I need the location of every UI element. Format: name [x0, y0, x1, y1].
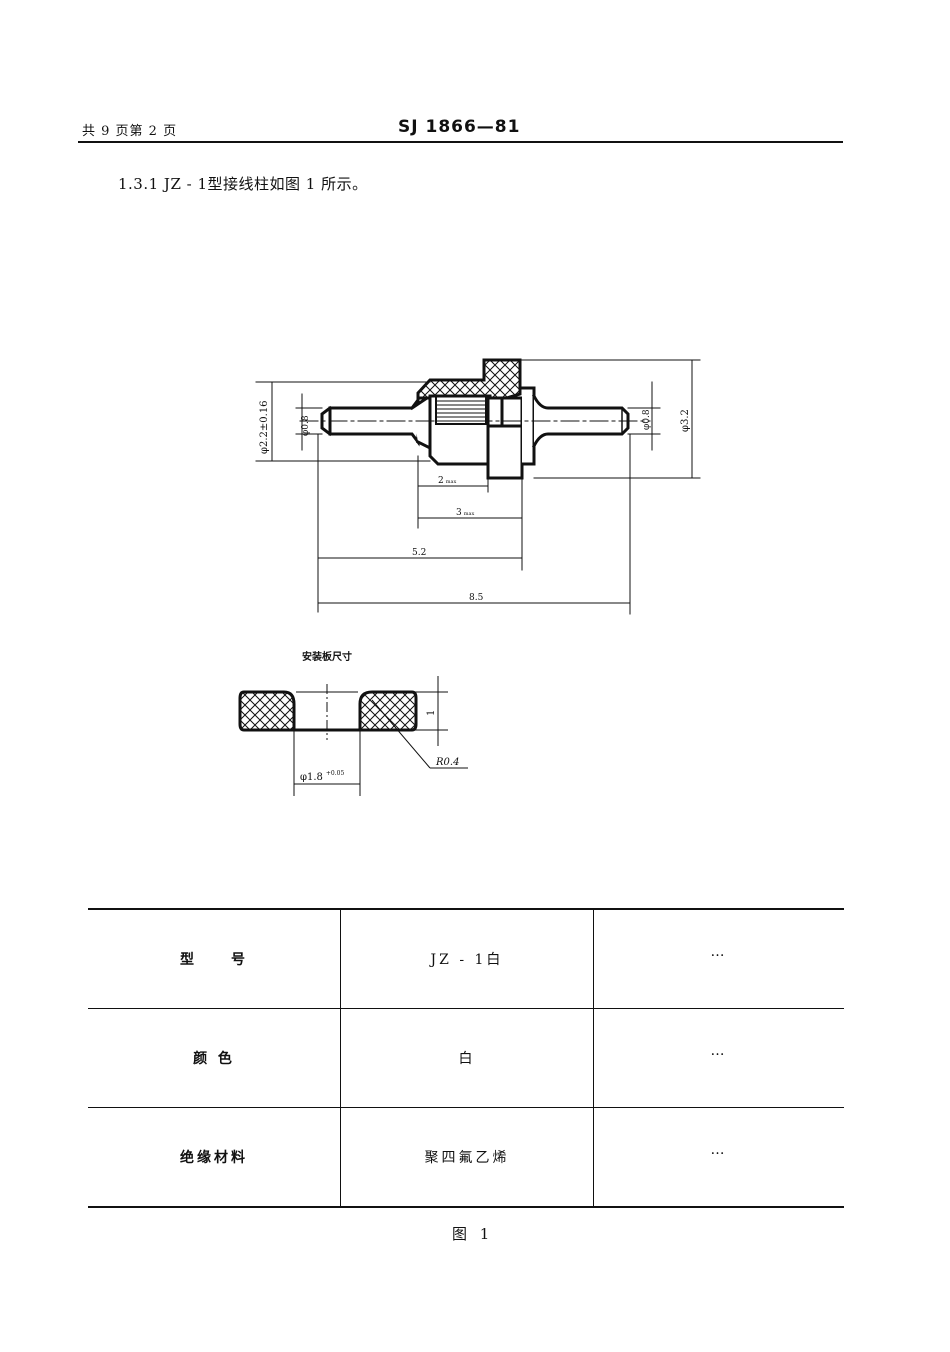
dim-left-pin-dia: φ0.8 [301, 415, 311, 436]
figure-caption: 图 1 [452, 1225, 494, 1243]
mount-title: 安装板尺寸 [302, 650, 352, 663]
row-label: 型 号 [88, 910, 341, 1008]
row-label: 颜 色 [88, 1009, 341, 1107]
mounting-plate-view [238, 676, 468, 796]
spec-table: 型 号 JZ - 1白 … 颜 色 白 … 绝缘材料 聚四氟乙烯 … [88, 908, 844, 1208]
row-value: 白 [341, 1009, 594, 1107]
dim-hole-dia: φ1.8+0.05 [300, 770, 344, 783]
dim-right-pin-dia: φ0.8 [642, 409, 652, 430]
table-row: 绝缘材料 聚四氟乙烯 … [88, 1108, 844, 1208]
row-value: 聚四氟乙烯 [341, 1108, 594, 1206]
dim-radius: R0.4 [435, 757, 459, 768]
dim-8-5: 8.5 [469, 593, 484, 603]
header-rule [78, 141, 843, 143]
row-more: … [710, 1142, 728, 1158]
row-more: … [710, 1043, 728, 1059]
table-row: 颜 色 白 … [88, 1009, 844, 1108]
dim-flange-dia: φ3.2 [680, 409, 691, 432]
dim-5-2: 5.2 [412, 548, 426, 558]
terminal-post-view [255, 358, 701, 615]
row-value: JZ - 1白 [341, 910, 594, 1008]
table-row: 型 号 JZ - 1白 … [88, 908, 844, 1009]
row-more: … [710, 944, 728, 960]
standard-code: SJ 1866—81 [398, 117, 521, 137]
section-text: 1.3.1 JZ - 1型接线柱如图 1 所示。 [118, 175, 368, 193]
dim-body-dia: φ2.2±0.16 [259, 400, 270, 454]
dim-thickness: 1 [426, 710, 437, 716]
page-info: 共 9 页第 2 页 [82, 124, 178, 139]
row-label: 绝缘材料 [88, 1108, 341, 1206]
